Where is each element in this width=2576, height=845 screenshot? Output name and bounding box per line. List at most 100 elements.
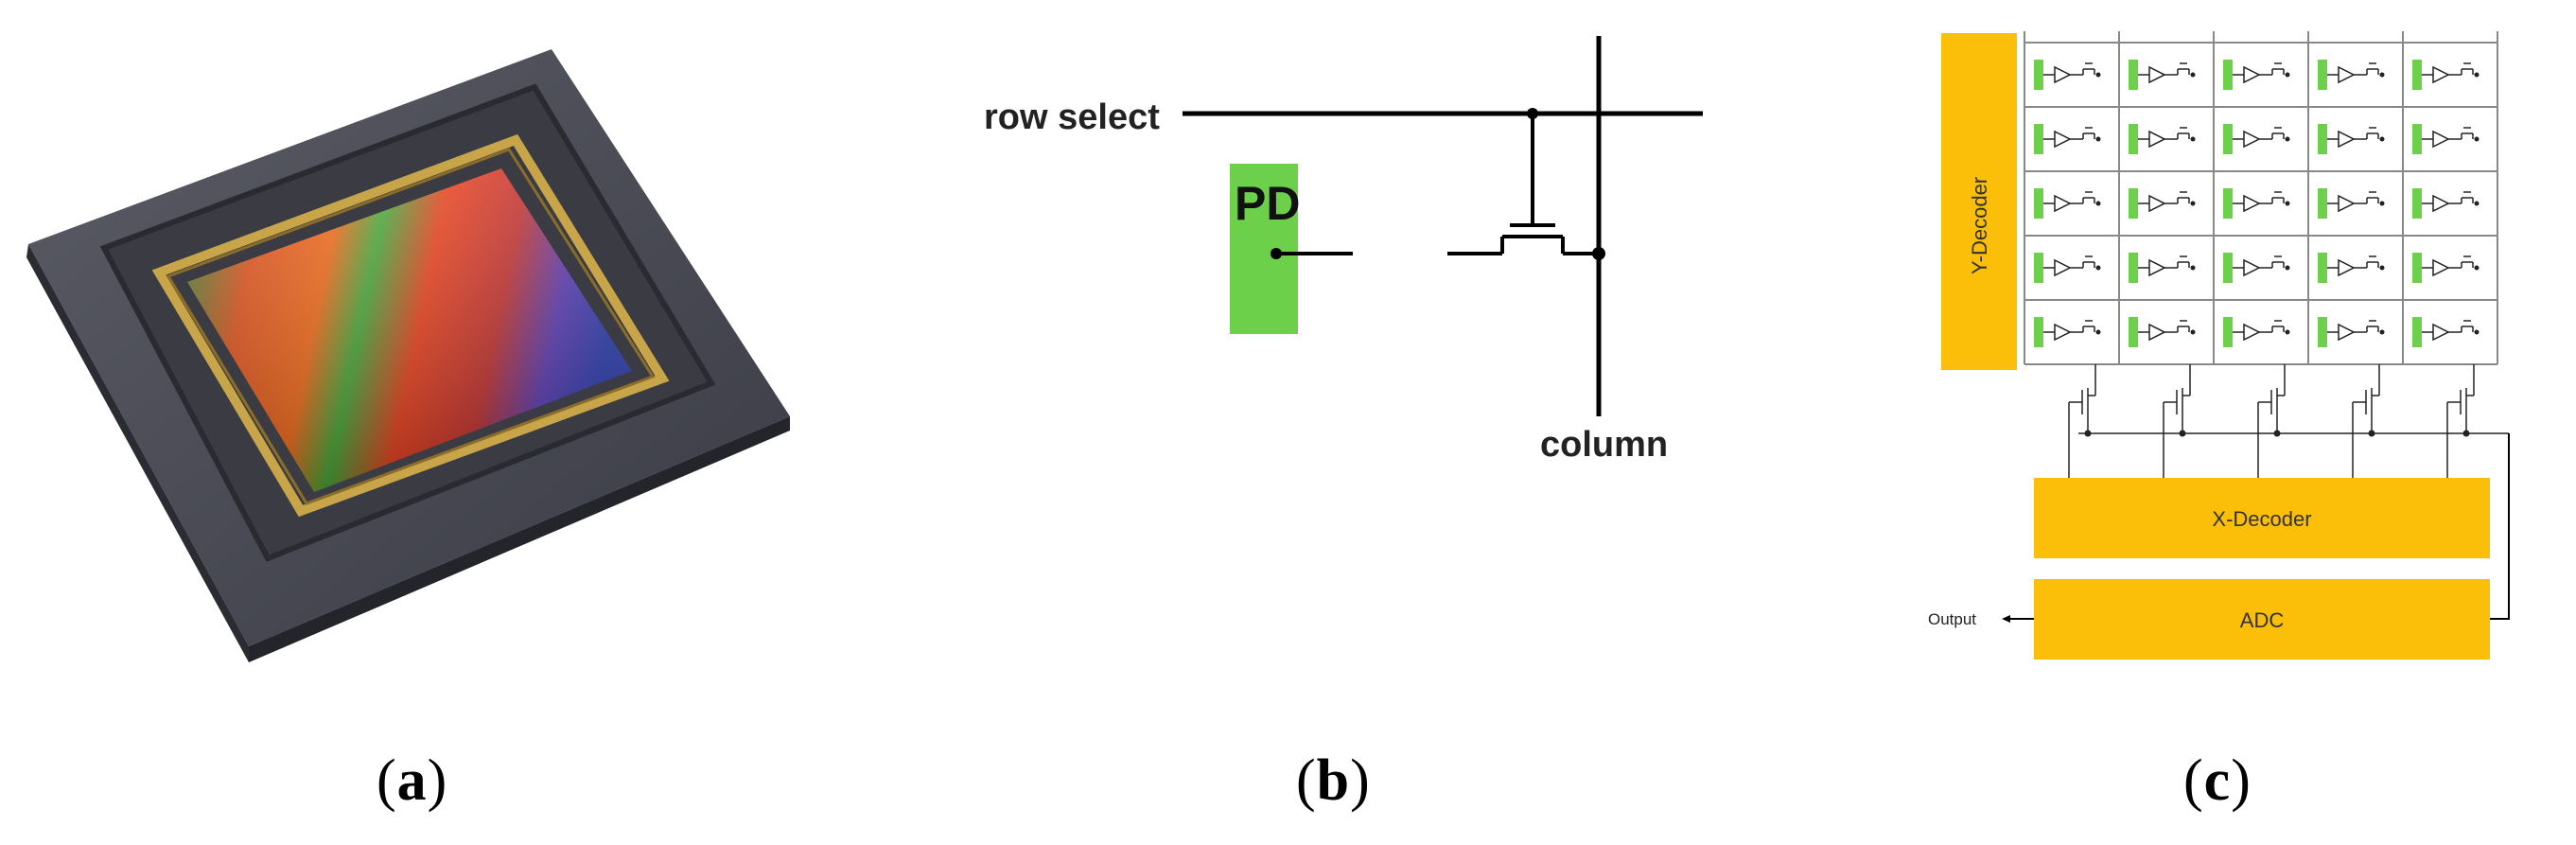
pixel-photodiode [2223,60,2233,90]
column-readout [2446,364,2475,478]
pixel-amplifier-icon [2432,323,2450,342]
adc-label: ADC [2240,608,2285,632]
adc-block [2034,579,2490,660]
pixel-photodiode [2034,317,2043,347]
pixel-amplifier-icon [2054,258,2072,277]
pixel-photodiode [2412,317,2422,347]
column-readout [2068,364,2096,478]
pixel-amplifier-icon [2148,130,2166,149]
pixel-amplifier-icon [2054,65,2072,84]
pixel-amplifier-icon [2054,323,2072,342]
output-arrow-icon [2002,615,2010,623]
pixel-amplifier-icon [2243,323,2261,342]
pixel-cell [2318,124,2385,154]
row-select-label: row select [984,97,1160,137]
pd-label: PD [1235,177,1300,230]
pixel-cell [2412,188,2480,219]
column-readout [2257,364,2286,478]
pixel-amplifier-icon [2432,194,2450,213]
pixel-photodiode [2318,124,2327,154]
pixel-cell [2034,317,2101,347]
column-readout [2352,364,2380,478]
caption-a: (a) [377,748,448,813]
pixel-amplifier-icon [2243,258,2261,277]
pixel-photodiode [2034,60,2043,90]
x-decoder-label: X-Decoder [2212,507,2311,531]
pixel-photodiode [2129,124,2138,154]
pixel-photodiode [2412,124,2422,154]
pixel-cell [2318,188,2385,219]
pixel-cell [2129,253,2196,283]
pixel-amplifier-icon [2432,130,2450,149]
column-label: column [1540,425,1668,465]
pixel-cell [2412,124,2480,154]
column-readout-lines [2068,364,2509,478]
pixel-photodiode [2034,188,2043,219]
pixel-photodiode [2223,124,2233,154]
pixel-photodiode [2129,60,2138,90]
pixel-photodiode [2034,253,2043,283]
pixel-amplifier-icon [2432,258,2450,277]
panel-c: Y-Decoder X-Decoder ADC Output [1892,0,2576,845]
pixel-photodiode [2129,317,2138,347]
pixel-photodiode [2034,124,2043,154]
pixel-cell [2223,317,2290,347]
pixel-photodiode [2223,317,2233,347]
select-transistor-icon [1500,114,1565,254]
pixel-cell [2034,253,2101,283]
pixel-photodiode [2412,253,2422,283]
pixel-amplifier-icon [2338,323,2356,342]
pixel-circuit-diagram: row select column PD [984,36,1703,465]
y-decoder-label: Y-Decoder [1968,177,1991,274]
output-label: Output [1928,610,1976,628]
pixel-amplifier-icon [2148,323,2166,342]
pixel-photodiode [2223,188,2233,219]
caption-c: (c) [2183,748,2252,813]
photodiode [1230,164,1298,334]
pixel-photodiode [2318,253,2327,283]
pixel-amplifier-icon [2148,65,2166,84]
pixel-cell [2034,124,2101,154]
pixel-cell [2129,60,2196,90]
pixel-array [2024,31,2498,365]
pixel-amplifier-icon [2054,194,2072,213]
x-decoder-block [2034,478,2490,558]
pixel-amplifier-icon [2432,65,2450,84]
pixel-cell [2412,317,2480,347]
pixel-cell [2223,124,2290,154]
pixel-photodiode [2318,60,2327,90]
pixel-amplifier-icon [2148,258,2166,277]
pixel-photodiode [2412,188,2422,219]
pixel-amplifier-icon [2338,258,2356,277]
pixel-amplifier-icon [2243,130,2261,149]
pixel-cell [2318,253,2385,283]
pixel-photodiode [2318,188,2327,219]
pixel-amplifier-icon [2243,194,2261,213]
pixel-cell [2034,60,2101,90]
y-decoder-block [1941,33,2017,370]
pixel-cell [2223,60,2290,90]
pixel-cell [2318,60,2385,90]
pixel-photodiode [2318,317,2327,347]
sensor-array-diagram: Y-Decoder X-Decoder ADC Output [1928,31,2510,660]
pixel-cell [2223,253,2290,283]
pixel-photodiode [2129,188,2138,219]
column-readout [2163,364,2191,478]
pixel-cell [2129,317,2196,347]
pixel-cell [2129,188,2196,219]
pixel-amplifier-icon [2054,130,2072,149]
pixel-amplifier-icon [2338,130,2356,149]
caption-b: (b) [1296,748,1371,813]
panel-b: row select column PD [946,0,1797,845]
pixel-amplifier-icon [2243,65,2261,84]
pixel-cell [2412,253,2480,283]
pixel-photodiode [2129,253,2138,283]
image-sensor-photo [26,49,790,662]
pixel-amplifier-icon [2148,194,2166,213]
pixel-amplifier-icon [2338,65,2356,84]
gold-bond-frame [151,133,670,518]
pixel-cell [2412,60,2480,90]
pixel-cell [2034,188,2101,219]
pixel-cell [2129,124,2196,154]
pixel-photodiode [2412,60,2422,90]
